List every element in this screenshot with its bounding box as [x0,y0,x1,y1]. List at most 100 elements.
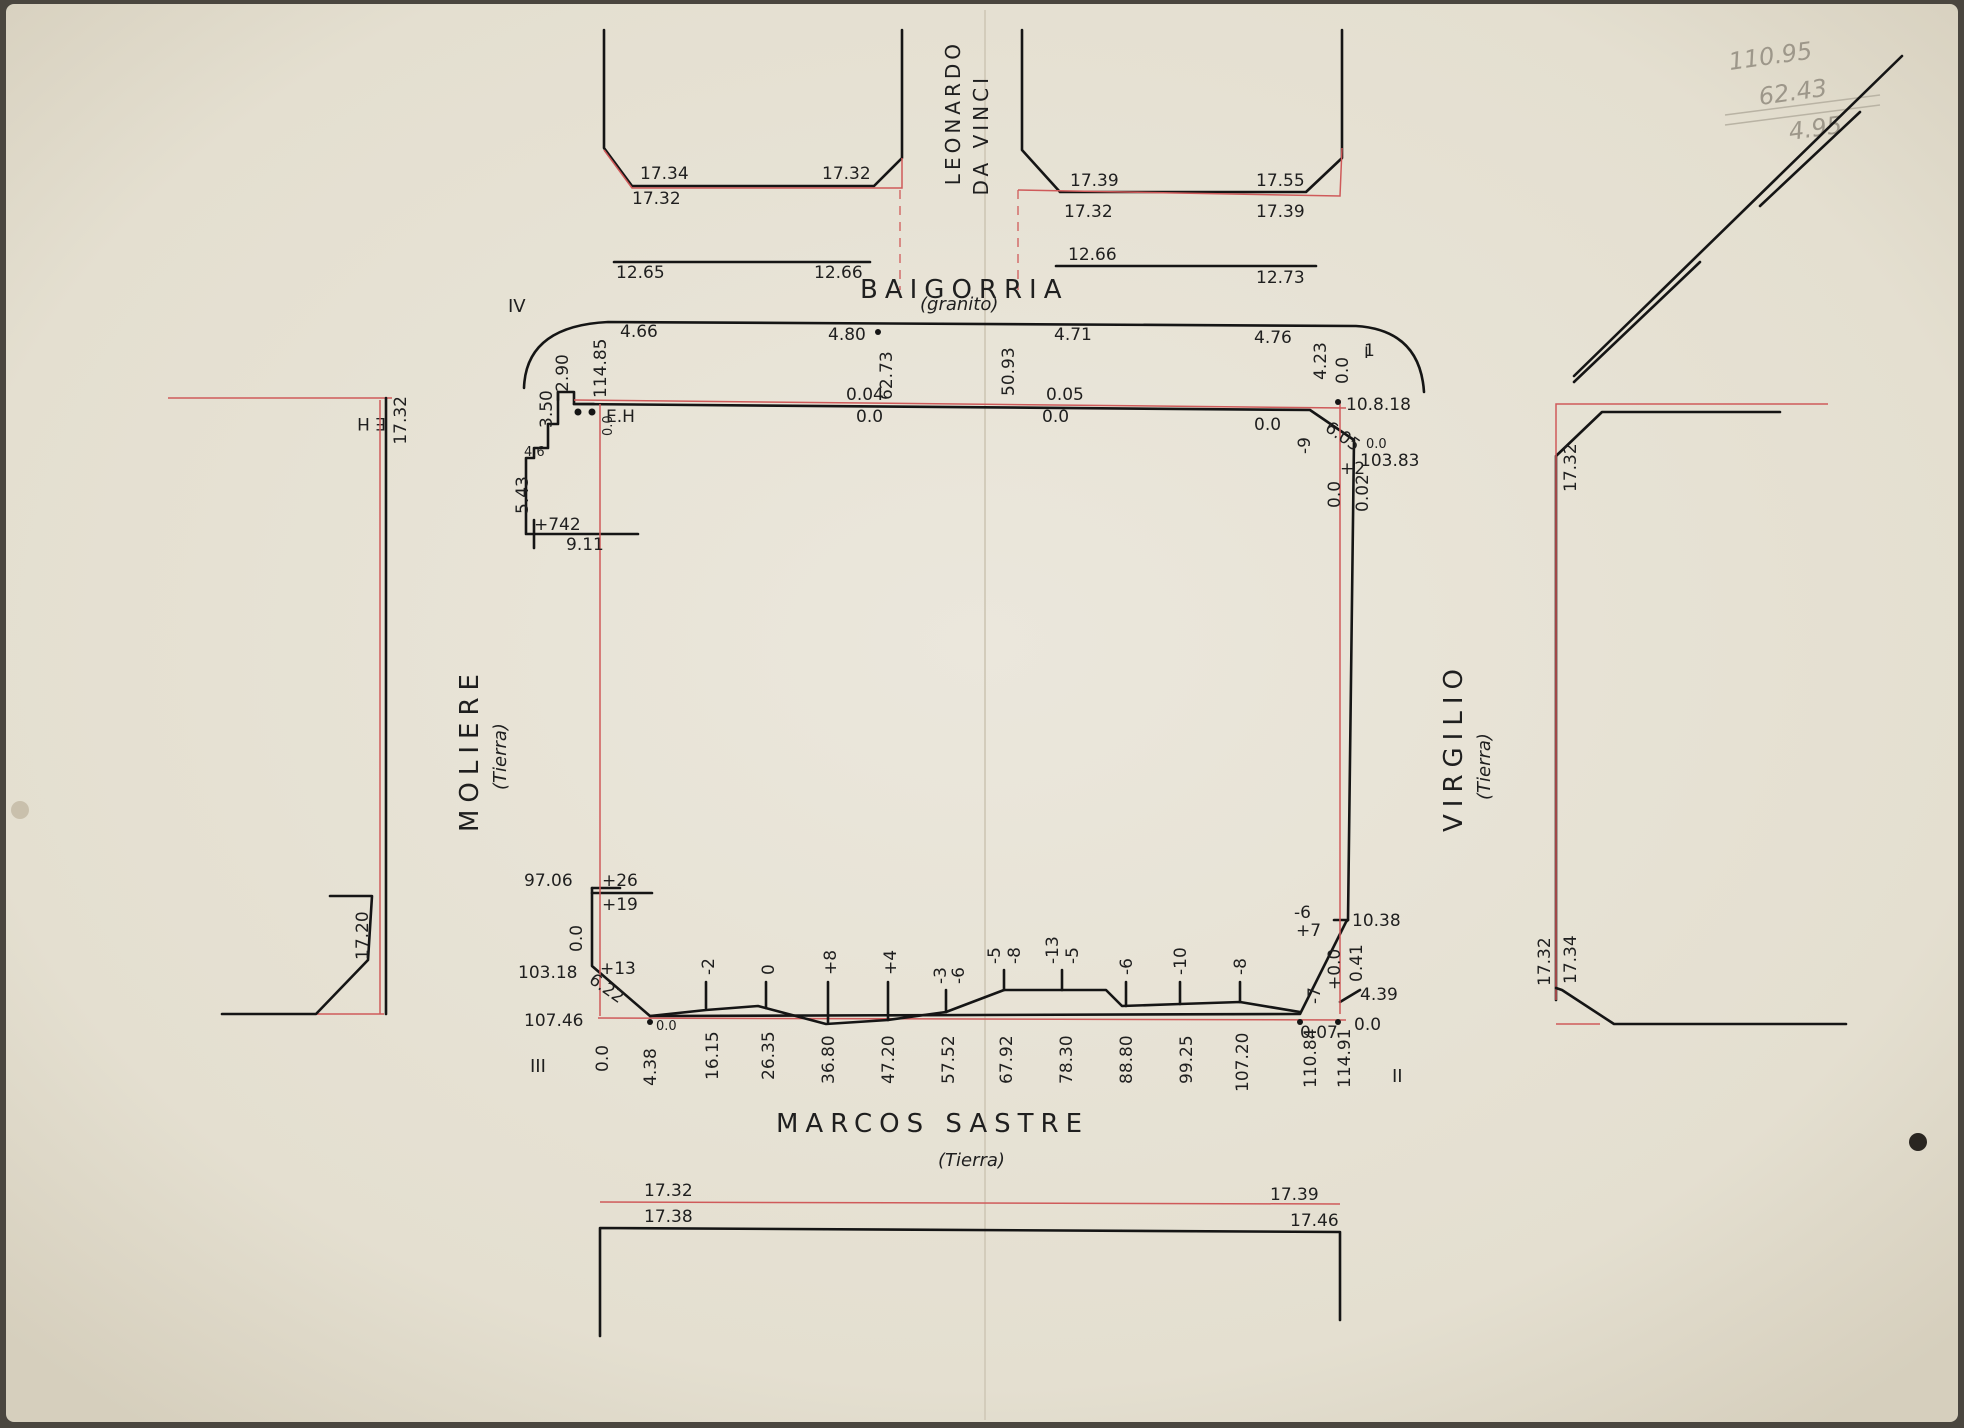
station-label: 78.30 [1057,1035,1077,1084]
measure-label: -6 [1294,903,1311,923]
paper [6,4,1958,1422]
station-label: 114.91 [1335,1029,1355,1088]
measure-label: +13 [600,959,636,979]
measure-label: 0.0 [1254,415,1281,435]
level-label: 17.32 [644,1181,693,1201]
measure-label: 0.0 [1042,407,1069,427]
level-label: 17.34 [640,164,689,184]
measure-label: 62.73 [877,351,897,400]
measure-label: 0.0 [856,407,883,427]
measure-label: -9 [1295,437,1315,454]
measure-label: 0.0 [601,415,616,436]
level-label: 17.46 [1290,1211,1339,1231]
level-label: 17.32 [822,164,871,184]
station-label: 88.80 [1117,1035,1137,1084]
street-note: (Tierra) [490,723,511,790]
measure-label: 0.41 [1347,944,1367,982]
top-labels: 0.04 0.0 62.73 50.93 0.05 0.0 0.0 10.8.1… [846,347,1419,512]
measure-label: 9.11 [566,535,604,555]
offset-label: -6 [949,967,969,984]
street-note: (granito) [920,294,998,315]
measure-label: 4.6 [524,445,545,460]
station-label: 47.20 [879,1035,899,1084]
measure-label: 0.0 [1325,481,1345,508]
measure-label: 0.04 [846,385,884,405]
diagonal-line [1572,260,1702,384]
measure-label: 50.93 [999,347,1019,396]
measure-label: 0.02 [1353,474,1373,512]
diagonal-line [1572,54,1904,378]
reference-line [597,1017,1347,1021]
measure-label: +26 [602,871,638,891]
offset-label: 0 [759,964,779,975]
street-name-da-vinci: DA VINCI [969,74,993,196]
street-name-baigorria: BAIGORRIA [860,275,1069,305]
top-edge-label: 4.23 [1311,342,1331,380]
measure-label: +742 [534,515,581,535]
offset-label: +8 [821,950,841,975]
block-bottom: 17.32 17.38 17.39 17.46 [598,1181,1342,1338]
level-label: 17.34 [1561,935,1581,984]
measure-label: 10.8.18 [1346,395,1411,415]
level-label: 12.73 [1256,268,1305,288]
offset-label: -2 [699,958,719,975]
station-label: 36.80 [819,1035,839,1084]
level-label: 17.38 [644,1207,693,1227]
offset-label: -5 [1063,947,1083,964]
block-top-left: 17.34 17.32 17.32 [602,28,904,209]
measure-label: 0.0 [1366,437,1387,452]
measure-label: 2.90 [553,354,573,392]
measure-label: 0.0 [656,1019,677,1034]
right-line [1338,988,1362,1004]
level-label: 12.66 [814,263,863,283]
top-edge-label: 1 [1364,341,1375,361]
station-label: 99.25 [1177,1035,1197,1084]
measure-label: -7 [1305,987,1325,1004]
level-label: 17.32 [1561,443,1581,492]
corner-label: I [1364,343,1369,362]
measure-label: +7 [1296,921,1321,941]
measure-label: 107.46 [524,1011,583,1031]
level-label: 17.32 [632,189,681,209]
measure-label: +0.0 [1325,949,1345,990]
measure-label: 3.50 [537,390,557,428]
measure-label: 114.85 [591,339,611,398]
offset-label: -8 [1231,958,1251,975]
offset-label: -10 [1171,947,1191,975]
corner-label: II [1392,1066,1403,1087]
level-label: 17.55 [1256,171,1305,191]
offset-label: -5 [985,947,1005,964]
bottom-stations: 0.0 4.38 16.15 26.35 36.80 47.20 57.52 6… [593,1029,1355,1092]
offset-label: -6 [1117,958,1137,975]
main-block [522,320,1426,1026]
bottom-offsets: -2 0 +8 +4 -3 -6 -5 -8 -13 -5 -6 -10 -8 [699,936,1251,1024]
diagonal-line [1758,110,1862,208]
ink-stain [1909,1133,1927,1151]
measure-label: 103.83 [1360,451,1419,471]
street-name-moliere: MOLIERE [455,667,485,832]
block-right: 17.32 17.32 17.34 [1535,54,1904,1026]
top-edge-values: 4.66 4.80 4.71 4.76 4.23 0.0 1 [620,322,1375,384]
reference-line [573,399,1347,409]
offset-label: -8 [1005,947,1025,964]
measure-label: 10.38 [1352,911,1401,931]
station-label: 4.38 [641,1048,661,1086]
pencil-line [1724,94,1881,116]
street-note: (Tierra) [938,1150,1005,1171]
measure-label: +19 [602,895,638,915]
level-label: 17.39 [1270,1185,1319,1205]
top-edge-label: 4.80 [828,325,866,345]
level-label: 17.32 [1535,937,1555,986]
station-label: 16.15 [703,1031,723,1080]
measure-label: 103.18 [518,963,577,983]
measure-label: E.H [606,407,635,427]
offset-label: -13 [1043,936,1063,964]
top-edge-label: 4.66 [620,322,658,342]
measure-label: 0.07 [1300,1023,1338,1043]
station-label: 26.35 [759,1031,779,1080]
measure-label: 5.43 [513,476,533,514]
measure-label: 0.05 [1046,385,1084,405]
level-label: 12.65 [616,263,665,283]
level-label: 17.32 [391,396,411,445]
